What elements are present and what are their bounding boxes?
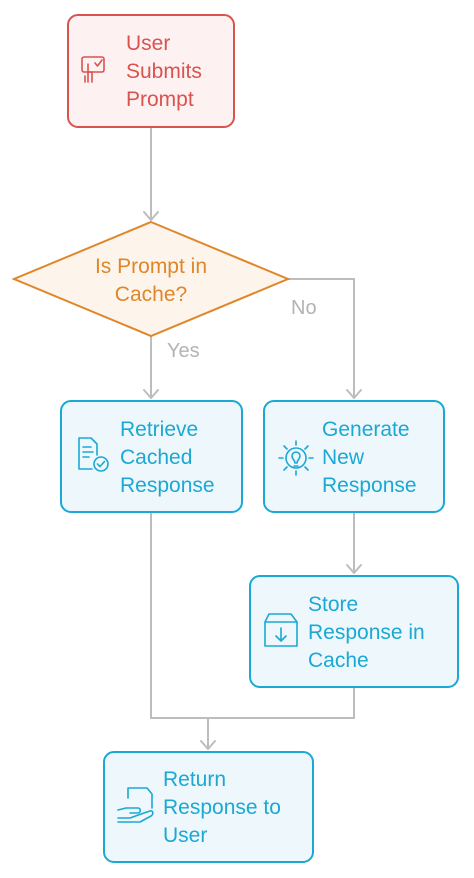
node-box — [60, 400, 243, 513]
node-box — [263, 400, 445, 513]
arrowhead-decision — [143, 211, 159, 221]
node-label-line-3: Cache — [308, 649, 369, 672]
connector-no — [288, 278, 355, 398]
node-user-submits-prompt: User Submits Prompt — [67, 14, 235, 128]
edge-label-yes: Yes — [167, 340, 200, 362]
node-label-line-1: Generate — [322, 418, 410, 441]
node-label-line-1: Store — [308, 593, 358, 616]
hand-pointer-icon — [81, 56, 105, 83]
node-label-line-2: Submits — [126, 60, 202, 83]
node-label-line-3: Response — [322, 474, 417, 497]
edge-label-no: No — [291, 297, 317, 319]
node-retrieve-cached-response: Retrieve Cached Response — [60, 400, 243, 513]
node-label-line-3: Response — [120, 474, 215, 497]
node-box — [67, 14, 235, 128]
connectors — [143, 127, 362, 750]
connector-store-to-merge — [208, 688, 355, 719]
arrowhead-store — [346, 564, 362, 574]
node-label-line-2: Response in — [308, 621, 425, 644]
node-label-line-3: Prompt — [126, 88, 194, 111]
node-box — [249, 575, 459, 688]
hand-document-icon — [117, 787, 154, 823]
decision-label-line-2: Cache? — [115, 283, 187, 306]
document-check-icon — [78, 437, 109, 472]
node-label-line-2: New — [322, 446, 365, 469]
node-box — [103, 751, 314, 863]
node-generate-new-response: Generate New Response — [263, 400, 445, 513]
node-label-line-2: Response to — [163, 796, 281, 819]
node-label-line-1: User — [126, 32, 170, 55]
node-label-line-2: Cached — [120, 446, 192, 469]
decision-diamond — [11, 220, 291, 338]
node-label-line-1: Return — [163, 768, 226, 791]
lightbulb-gear-icon — [278, 440, 314, 476]
node-label-line-1: Retrieve — [120, 418, 198, 441]
arrowhead-generate — [346, 389, 362, 399]
arrowhead-retrieve — [143, 389, 159, 399]
arrowhead-return — [200, 740, 216, 750]
node-store-response-in-cache: Store Response in Cache — [249, 575, 459, 688]
decision-label-line-1: Is Prompt in — [95, 255, 207, 278]
node-label-line-3: User — [163, 824, 207, 847]
node-is-prompt-in-cache: Is Prompt in Cache? — [11, 220, 291, 338]
node-return-response-to-user: Return Response to User — [103, 751, 314, 863]
connector-retrieve-to-merge — [150, 512, 208, 719]
box-download-icon — [264, 613, 298, 647]
